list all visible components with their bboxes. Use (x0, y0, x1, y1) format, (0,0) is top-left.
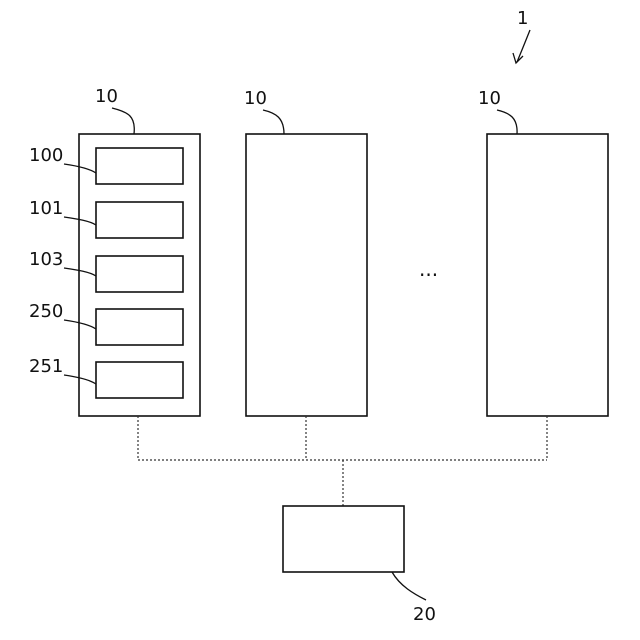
figure-ref-label: 1 (517, 8, 528, 29)
component-101: 101 (29, 198, 183, 238)
unit-right-box (487, 134, 608, 416)
controller-label: 20 (413, 604, 436, 625)
more-units-ellipsis: ... (419, 257, 438, 281)
unit-middle-label: 10 (244, 88, 267, 109)
controller-leader (392, 572, 426, 600)
component-100-label: 100 (29, 145, 63, 166)
component-251-label: 251 (29, 356, 63, 377)
unit-left-label: 10 (95, 86, 118, 107)
component-100: 100 (29, 145, 183, 184)
component-251-box (96, 362, 183, 398)
figure-ref-arrow (517, 30, 530, 62)
component-251: 251 (29, 356, 183, 398)
unit-right-label: 10 (478, 88, 501, 109)
component-101-box (96, 202, 183, 238)
unit-left-leader (112, 108, 134, 134)
component-101-label: 101 (29, 198, 63, 219)
component-103-box (96, 256, 183, 292)
component-103: 103 (29, 249, 183, 292)
component-103-label: 103 (29, 249, 63, 270)
component-100-box (96, 148, 183, 184)
controller-box (283, 506, 404, 572)
unit-middle-box (246, 134, 367, 416)
unit-middle-leader (263, 110, 284, 134)
component-250-label: 250 (29, 301, 63, 322)
unit-right-leader (497, 110, 517, 134)
component-250-box (96, 309, 183, 345)
